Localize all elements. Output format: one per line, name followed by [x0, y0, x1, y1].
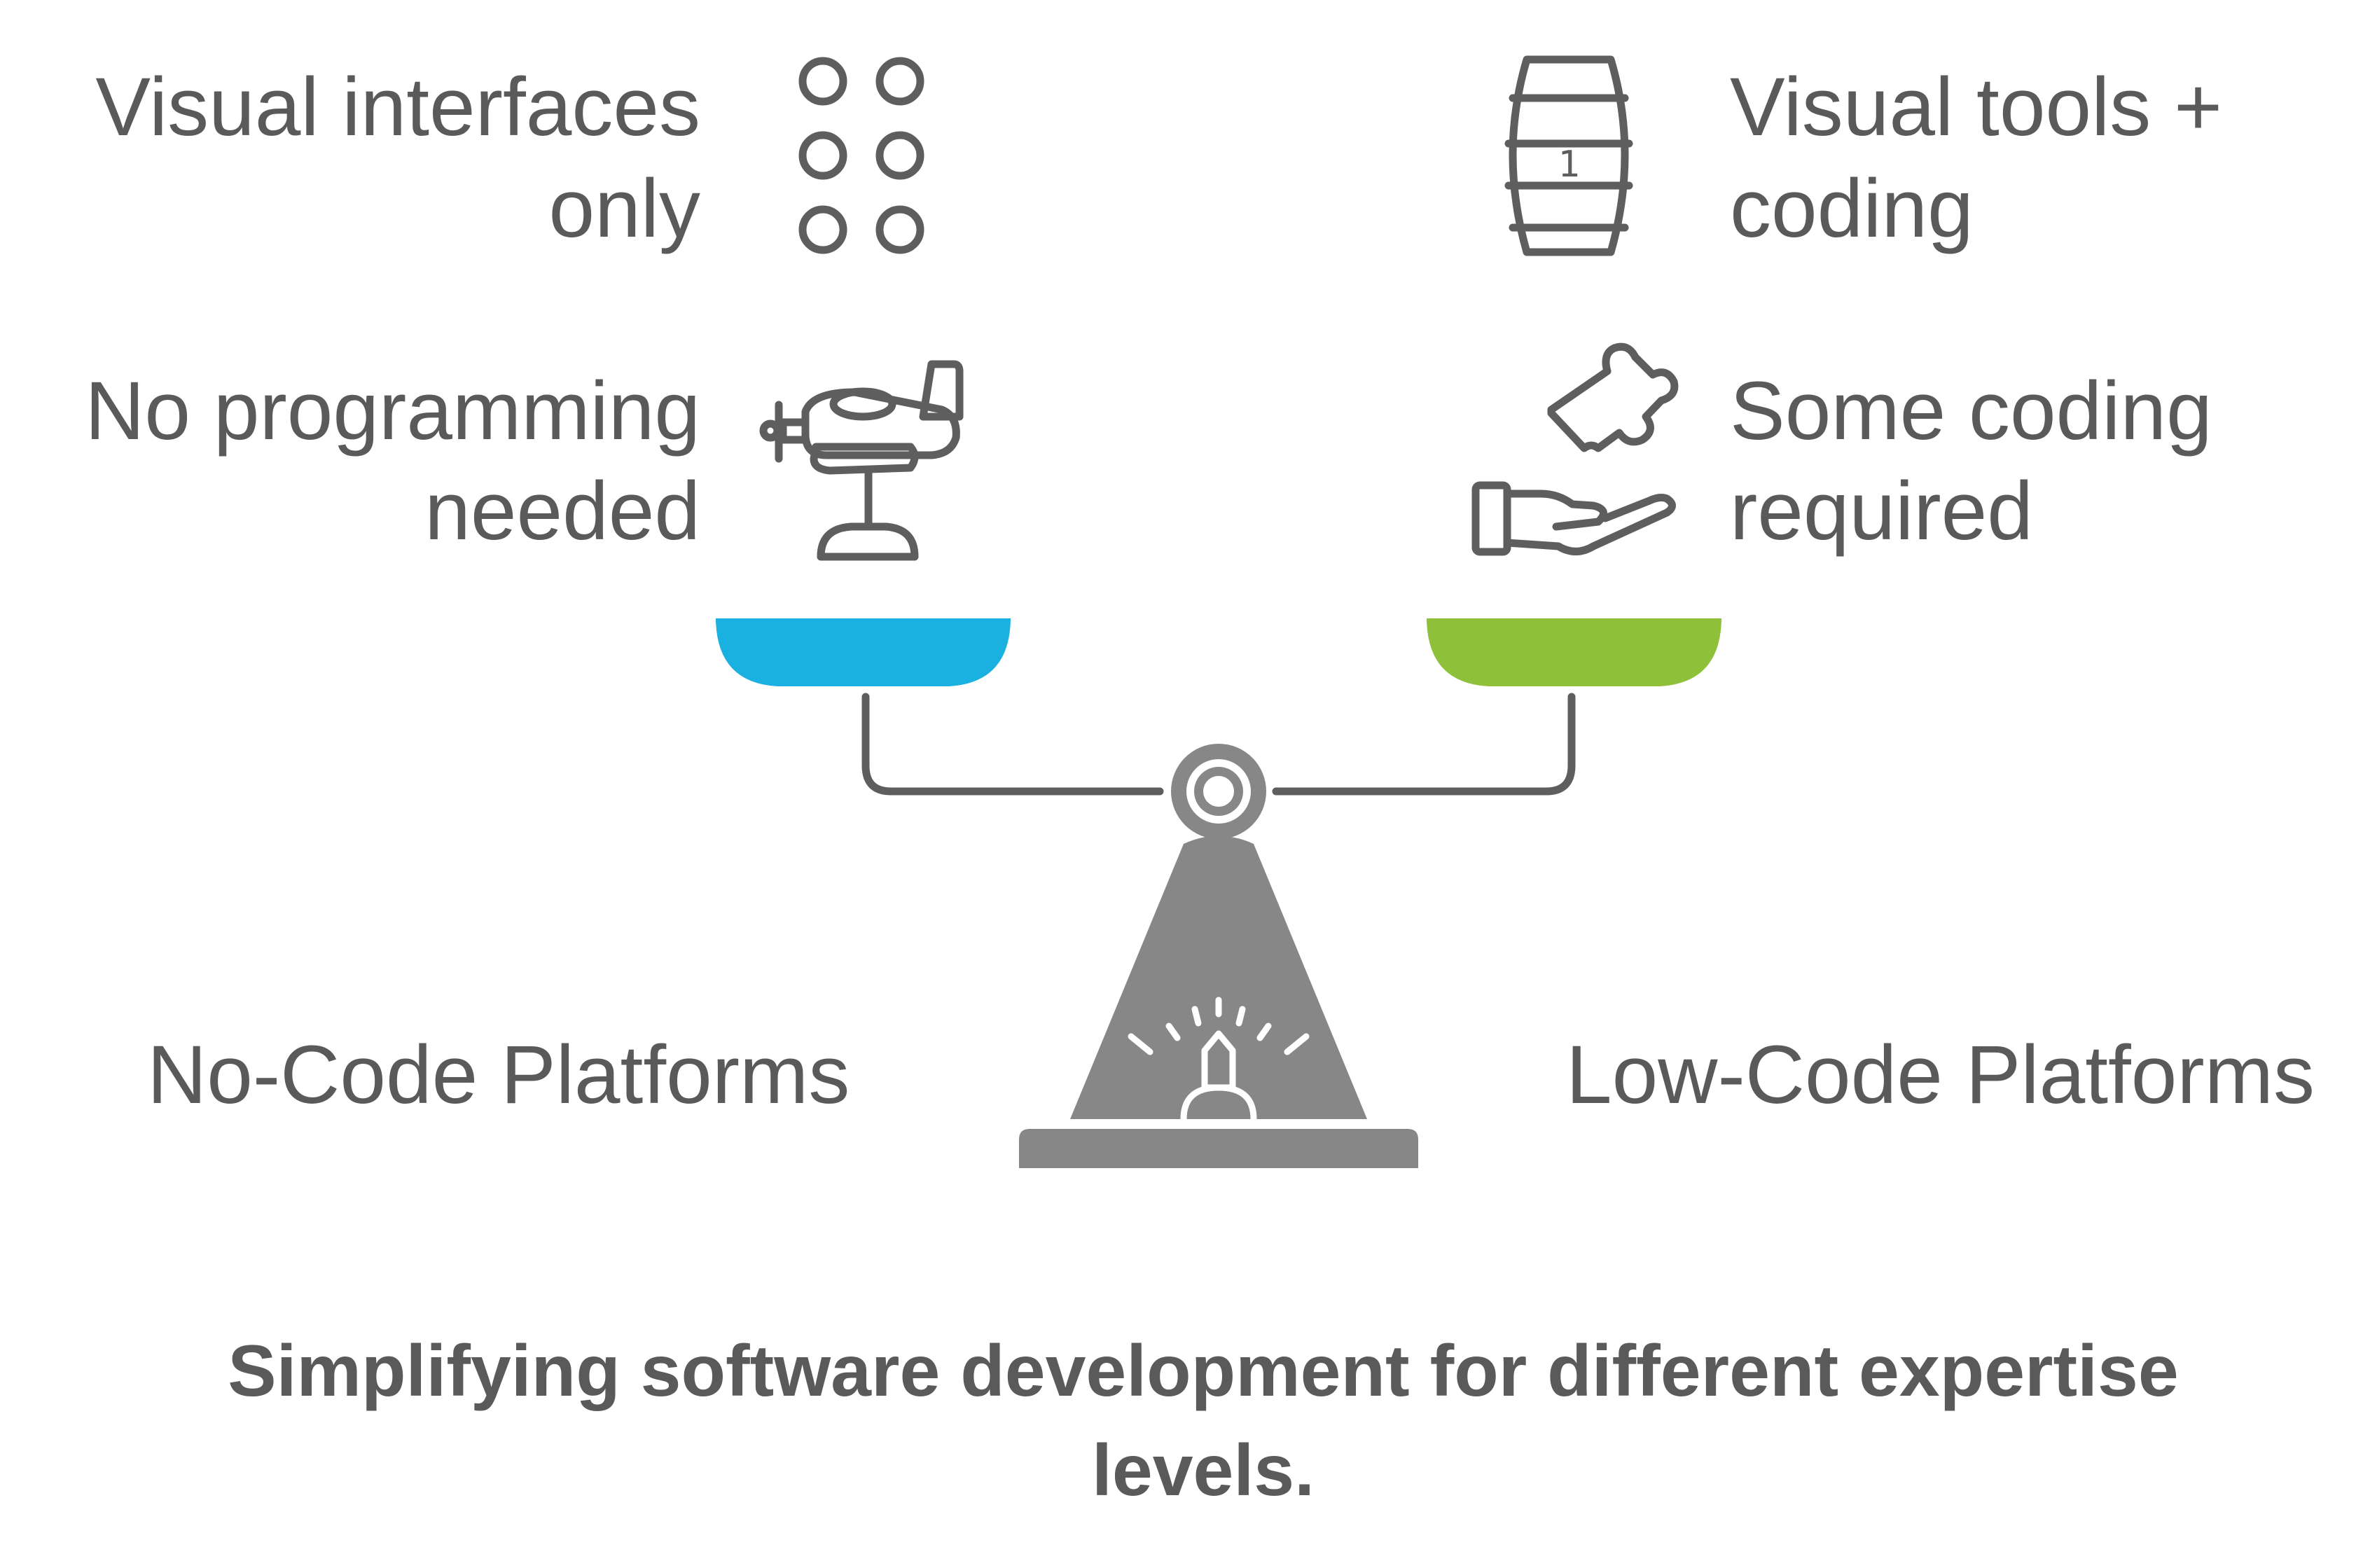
caption: Simplifying software development for dif… [228, 1331, 2178, 1511]
pivot-icon [1171, 744, 1266, 839]
left-middle-label-line1: No programming [85, 365, 700, 457]
left-middle-label: No programming needed [85, 365, 700, 557]
barrel-icon: 1 [1504, 55, 1633, 256]
left-pan [716, 618, 1011, 686]
right-top-label: Visual tools + coding [1730, 61, 2222, 255]
left-top-label: Visual interfaces only [95, 61, 700, 255]
caption-line1: Simplifying software development for dif… [228, 1331, 2178, 1412]
hand-puzzle-icon [1471, 342, 1679, 556]
barrel-label-1: 1 [1558, 144, 1579, 186]
low-code-platforms-label: Low-Code Platforms [1566, 1029, 2315, 1121]
right-pan [1427, 618, 1721, 686]
scale-base [1019, 1129, 1418, 1168]
no-code-platforms-label: No-Code Platforms [147, 1029, 850, 1121]
bell-light-icon [1128, 997, 1310, 1123]
right-hanger [1272, 693, 1576, 796]
right-top-label-line2: coding [1730, 162, 1974, 255]
left-top-label-line2: only [549, 162, 700, 255]
right-middle-label-line2: required [1730, 465, 2033, 557]
scale-stand [1070, 835, 1367, 1119]
right-top-label-line1: Visual tools + [1730, 61, 2222, 153]
left-top-label-line1: Visual interfaces [95, 61, 700, 153]
toy-airplane-icon [759, 360, 964, 561]
left-hanger [861, 693, 1164, 796]
balance-scale-icon [716, 618, 1721, 1168]
left-middle-label-line2: needed [424, 465, 700, 557]
caption-line2: levels. [1092, 1430, 1315, 1511]
right-middle-label: Some coding required [1730, 365, 2212, 557]
dots-grid-icon [798, 57, 924, 254]
right-middle-label-line1: Some coding [1730, 365, 2212, 457]
